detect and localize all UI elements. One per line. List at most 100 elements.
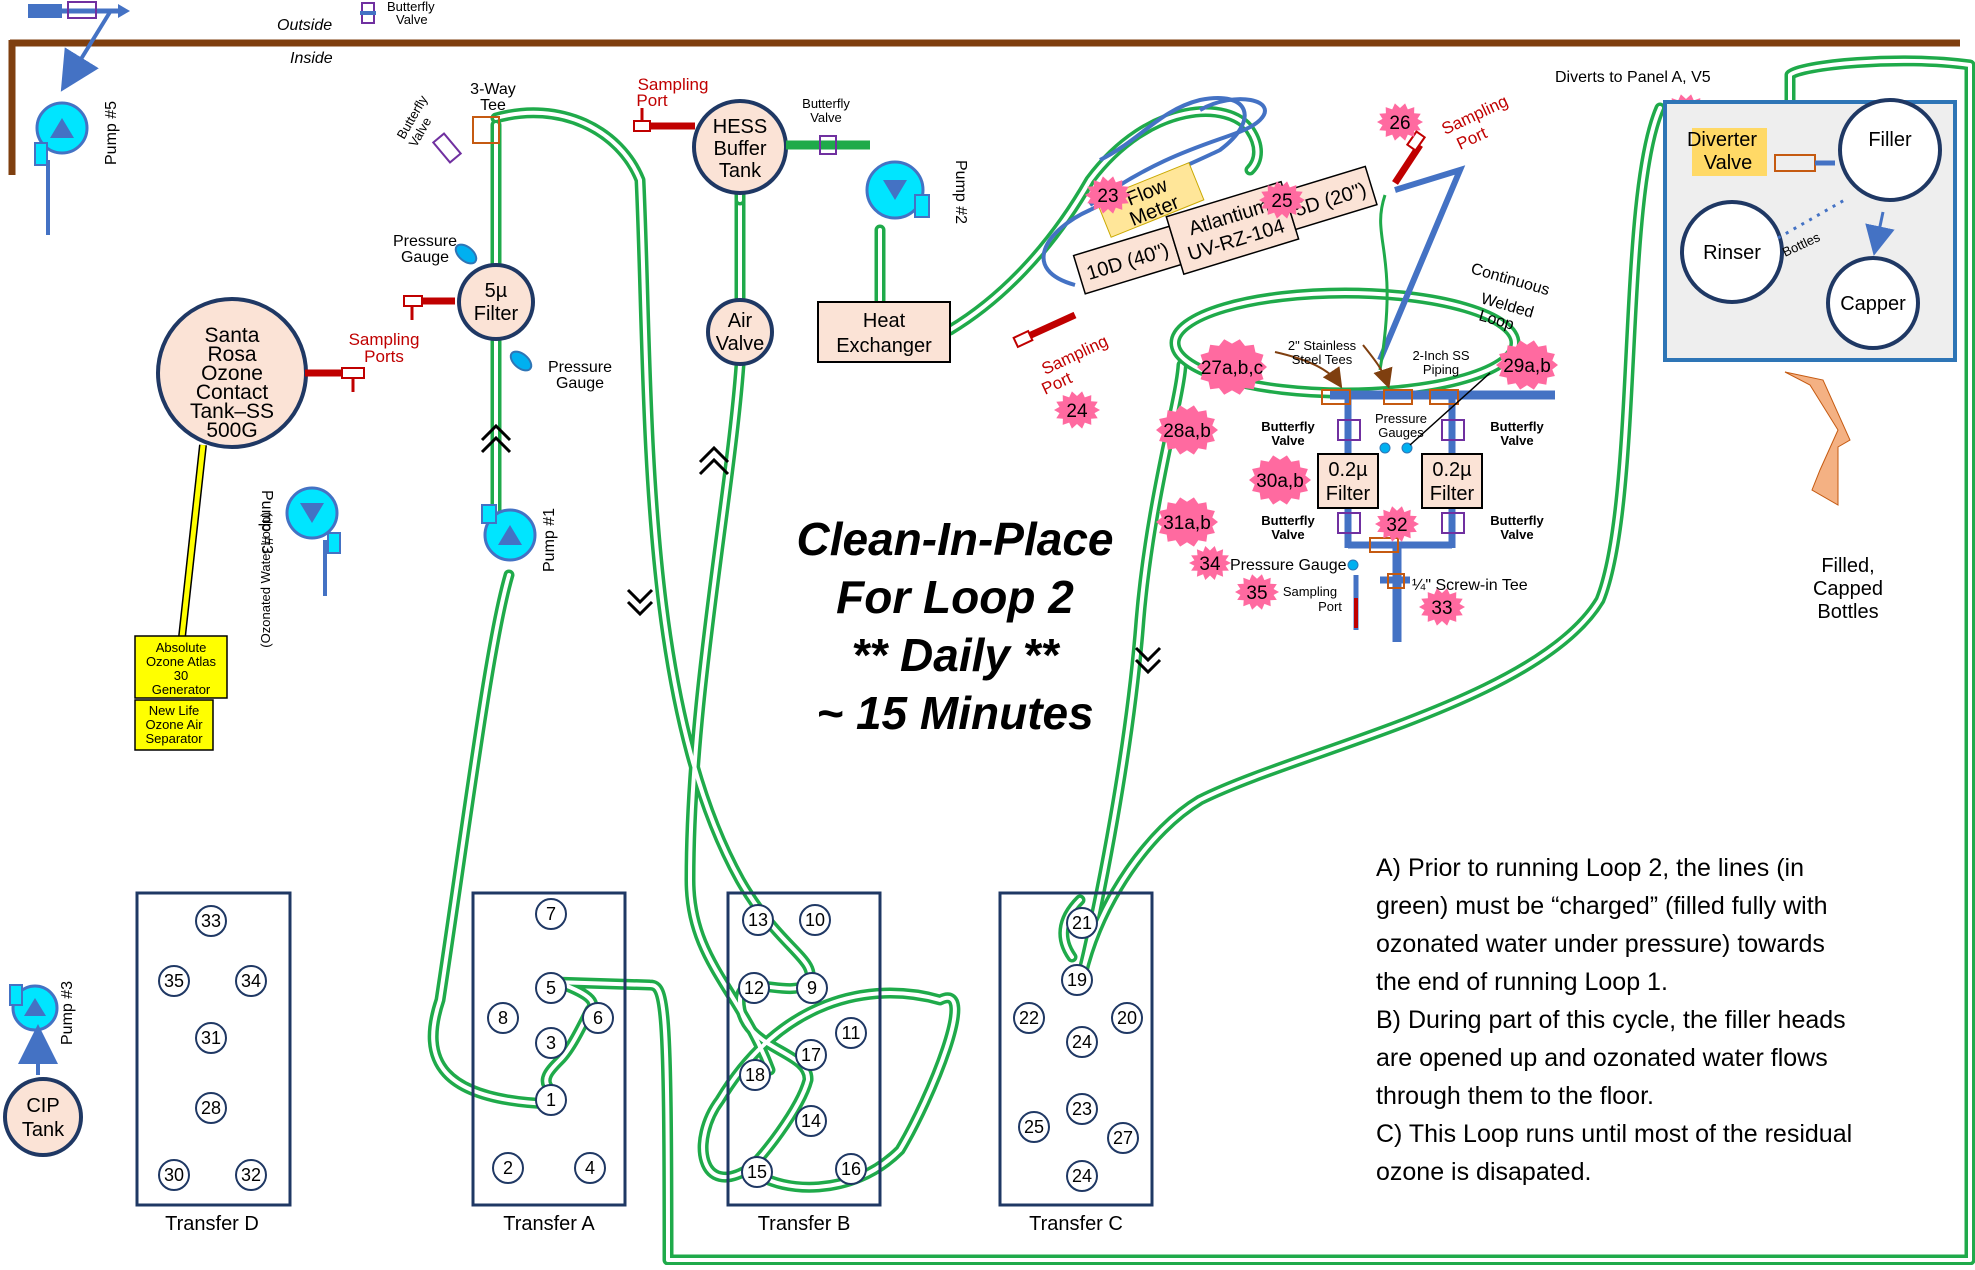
flow-chevrons <box>480 423 1162 675</box>
pgs-l2: Gauges <box>1378 425 1424 440</box>
bvl1-l2: Valve <box>1271 433 1304 448</box>
slot-number: 12 <box>744 978 764 998</box>
slot-number: 8 <box>498 1008 508 1028</box>
slot-number: 35 <box>164 971 184 991</box>
slot-circle <box>195 1022 227 1054</box>
ozone-generator-box: Absolute Ozone Atlas 30 Generator <box>134 635 228 699</box>
note-line-6: are opened up and ozonated water flows <box>1376 1044 1828 1072</box>
manifold-labels: 2" Stainless Steel Tees 2-Inch SS Piping… <box>1230 338 1544 614</box>
badge-30: 30a,b <box>1249 455 1311 505</box>
badge-31: 31a,b <box>1156 497 1218 547</box>
slot-circle <box>835 1017 867 1049</box>
bvr2-l1: Butterfly <box>1490 513 1544 528</box>
santa-rosa-l4: Contact <box>196 381 269 404</box>
slot-circle <box>1066 1026 1098 1058</box>
slot-circle <box>492 1152 524 1184</box>
badge-28: 28a,b <box>1156 405 1218 455</box>
heat-ex-l1: Heat <box>863 310 906 332</box>
badge-29: 29a,b <box>1496 340 1558 390</box>
badge-number: 35 <box>1246 583 1267 604</box>
ss-pipe-l2: Piping <box>1423 362 1459 377</box>
transfer-slot: 31 <box>195 1022 227 1054</box>
pump1-icon: Pump #1 <box>481 504 558 572</box>
badge-number: 26 <box>1389 113 1410 134</box>
transfer-label: Transfer D <box>165 1213 259 1235</box>
air-valve-l1: Air <box>728 310 753 332</box>
slot-number: 7 <box>546 904 556 924</box>
heat-exchanger: Heat Exchanger <box>817 301 951 363</box>
slot-circle <box>1111 1002 1143 1034</box>
filter5-l2: Filter <box>474 303 519 325</box>
filler-label: Filler <box>1868 129 1912 151</box>
transfer-slot: 28 <box>195 1092 227 1124</box>
cip-tank-l1: CIP <box>26 1095 59 1117</box>
slot-circle <box>796 972 828 1004</box>
transfer-slot: 3 <box>535 1027 567 1059</box>
filler-circle <box>1838 98 1942 202</box>
badge-27: 27a,b,c <box>1197 339 1267 395</box>
transfer-slot: 24 <box>1066 1026 1098 1058</box>
filled-l2: Capped <box>1813 578 1883 600</box>
butterfly-valve-icon <box>360 2 376 24</box>
badge-32: 32 <box>1375 506 1419 542</box>
slot-circle <box>1013 1002 1045 1034</box>
transfer-slot: 24 <box>1066 1160 1098 1192</box>
filter-02-a: 0.2µ Filter <box>1317 453 1379 509</box>
note-line-9: ozone is disapated. <box>1376 1158 1591 1186</box>
transfer-slot: 8 <box>487 1002 519 1034</box>
pg34-label: Pressure Gauge <box>1230 557 1347 574</box>
filled-l1: Filled, <box>1821 555 1874 577</box>
rinser-label: Rinser <box>1703 242 1761 264</box>
note-line-7: through them to the floor. <box>1376 1082 1654 1110</box>
f02b-l1: 0.2µ <box>1432 459 1472 481</box>
pump2-icon: Pump #2 <box>865 160 969 224</box>
slot-number: 32 <box>241 1165 261 1185</box>
slot-circle <box>799 904 831 936</box>
ozonated-loop-label: (Ozonated Water Loop) <box>258 512 273 647</box>
slot-number: 22 <box>1019 1008 1039 1028</box>
badge-26: 26 <box>1377 103 1423 141</box>
sep-l1: New Life <box>149 703 200 718</box>
slot-circle <box>741 1156 773 1188</box>
transfer-slot: 20 <box>1111 1002 1143 1034</box>
bvl2-l1: Butterfly <box>1261 513 1315 528</box>
transfer-slot: 19 <box>1061 964 1093 996</box>
slot-number: 33 <box>201 911 221 931</box>
slot-number: 11 <box>842 1023 861 1043</box>
note-line-4: the end of running Loop 1. <box>1376 968 1668 996</box>
slot-circle <box>1061 964 1093 996</box>
badge-burst <box>1235 574 1279 610</box>
transfer-label: Transfer A <box>503 1213 595 1235</box>
pg2-l1: Pressure <box>548 359 612 376</box>
bvr2-l2: Valve <box>1500 527 1533 542</box>
sp-uv-l1: Sampling <box>1039 331 1111 378</box>
ss-tees-l1: 2" Stainless <box>1288 338 1357 353</box>
slot-circle <box>195 905 227 937</box>
slot-number: 23 <box>1072 1099 1092 1119</box>
slot-number: 4 <box>585 1158 595 1178</box>
slot-circle <box>1018 1111 1050 1143</box>
butterfly-b-l1: Butterfly <box>802 96 850 111</box>
badge-burst <box>1419 588 1465 626</box>
badge-burst <box>1496 340 1558 390</box>
slot-circle <box>535 898 567 930</box>
transfer-frame <box>135 891 292 1207</box>
badge-burst <box>1189 546 1231 580</box>
transfer-label: Transfer B <box>758 1213 851 1235</box>
slot-number: 24 <box>1072 1032 1092 1052</box>
pump1-label: Pump #1 <box>541 508 558 572</box>
atlas-l1: Absolute <box>156 640 207 655</box>
note-line-3: ozonated water under pressure) towards <box>1376 930 1825 958</box>
badge-number: 31a,b <box>1163 513 1211 534</box>
slot-number: 6 <box>593 1008 603 1028</box>
slot-number: 27 <box>1113 1128 1133 1148</box>
slot-circle <box>1107 1122 1139 1154</box>
title-l1: Clean-In-Place <box>797 513 1114 565</box>
sp35-l1: Sampling <box>1283 584 1337 599</box>
badge-25: 25 <box>1259 181 1305 219</box>
santa-rosa-l2: Rosa <box>207 343 256 366</box>
slot-number: 20 <box>1117 1008 1137 1028</box>
